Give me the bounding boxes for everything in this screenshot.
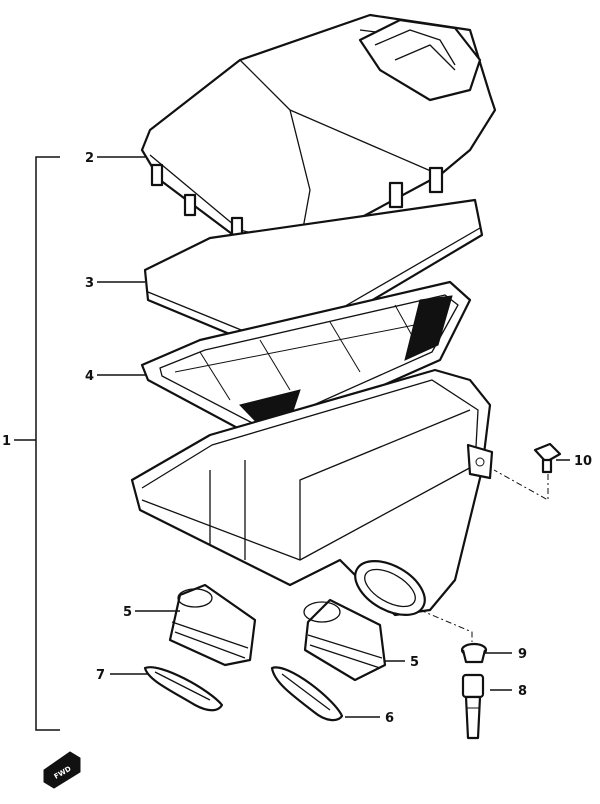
callout-element: 3 bbox=[85, 276, 94, 291]
forward-arrow-icon: FWD bbox=[43, 751, 81, 789]
mounting-bolt bbox=[533, 442, 562, 474]
callout-clamp-right: 6 bbox=[385, 711, 394, 726]
intake-boot-left bbox=[168, 583, 257, 667]
intake-boot-right bbox=[303, 598, 387, 682]
air-cleaner-cover bbox=[140, 13, 497, 262]
callout-cover: 2 bbox=[85, 151, 94, 166]
assembly-bracket bbox=[14, 156, 60, 731]
air-cleaner-case bbox=[130, 368, 494, 617]
callout-assembly: 1 bbox=[2, 434, 11, 449]
drain-plug bbox=[461, 673, 485, 740]
callout-boot-left: 5 bbox=[123, 605, 132, 620]
callout-labels: 1 2 3 4 5 5 6 7 8 9 10 bbox=[2, 151, 592, 726]
filter-seal-frame bbox=[140, 280, 472, 442]
callout-clamp-left: 7 bbox=[96, 668, 105, 683]
callout-bolt: 10 bbox=[574, 454, 592, 469]
drain-cap bbox=[460, 642, 488, 664]
hose-clamp-right bbox=[270, 666, 344, 722]
callout-drain-plug: 8 bbox=[518, 684, 527, 699]
leader-lines bbox=[97, 156, 570, 718]
hose-clamp-left bbox=[143, 666, 224, 712]
callout-drain-cap: 9 bbox=[518, 647, 527, 662]
callout-seal: 4 bbox=[85, 369, 94, 384]
callout-boot-right: 5 bbox=[410, 655, 419, 670]
